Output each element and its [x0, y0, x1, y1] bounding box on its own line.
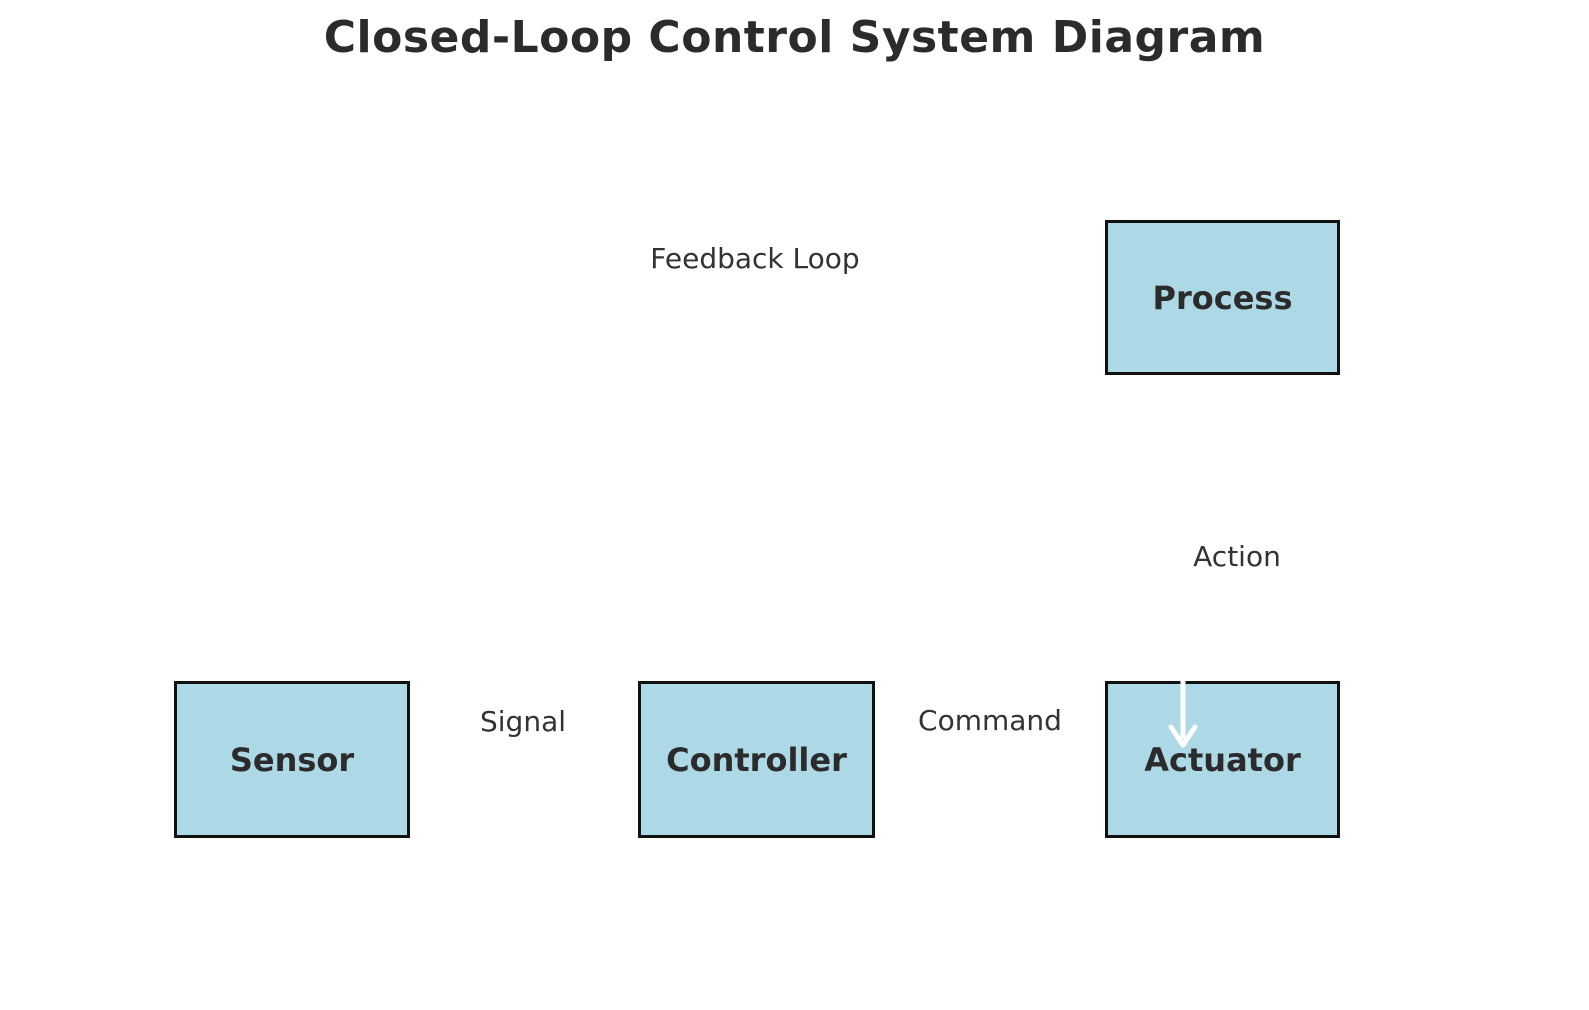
node-actuator-label: Actuator	[1144, 740, 1301, 779]
edge-label-feedback-loop: Feedback Loop	[650, 242, 860, 275]
node-controller: Controller	[638, 681, 875, 838]
edge-label-command: Command	[918, 704, 1062, 737]
node-process: Process	[1105, 220, 1340, 375]
node-process-label: Process	[1152, 278, 1293, 317]
node-controller-label: Controller	[666, 740, 847, 779]
diagram-title: Closed-Loop Control System Diagram	[323, 12, 1266, 63]
edge-label-signal: Signal	[479, 705, 567, 738]
node-actuator: Actuator	[1105, 681, 1340, 838]
node-sensor-label: Sensor	[229, 740, 355, 779]
edge-label-action: Action	[1193, 540, 1281, 573]
node-sensor: Sensor	[174, 681, 410, 838]
